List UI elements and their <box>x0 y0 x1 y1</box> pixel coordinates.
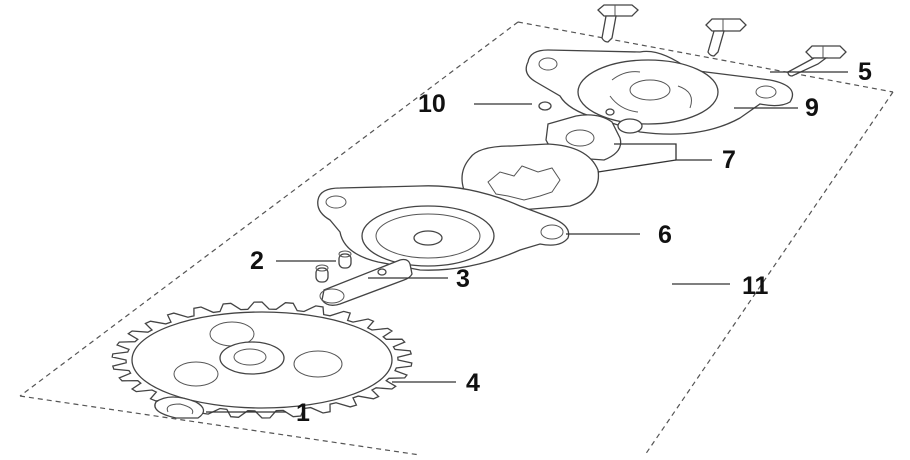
callout-1: 1 <box>296 399 310 427</box>
pump-cover <box>525 49 794 135</box>
leader-lines <box>206 71 848 413</box>
bolt <box>705 18 747 57</box>
pin <box>315 264 329 283</box>
callout-6: 6 <box>658 221 672 249</box>
callout-9: 9 <box>805 94 819 122</box>
assembly-boundary <box>19 21 894 456</box>
callout-10: 10 <box>418 90 446 118</box>
callout-3: 3 <box>456 265 470 293</box>
pump-shaft <box>319 258 413 306</box>
callout-7: 7 <box>722 146 736 174</box>
callout-11: 11 <box>742 272 769 300</box>
circlip <box>154 396 205 419</box>
callout-2: 2 <box>250 247 264 275</box>
pin <box>338 250 352 269</box>
pump-body <box>317 185 570 271</box>
bolt <box>597 4 639 43</box>
dowel-pin <box>538 101 552 111</box>
callout-4: 4 <box>466 369 480 397</box>
drive-gear <box>111 301 413 419</box>
callout-5: 5 <box>858 58 872 86</box>
